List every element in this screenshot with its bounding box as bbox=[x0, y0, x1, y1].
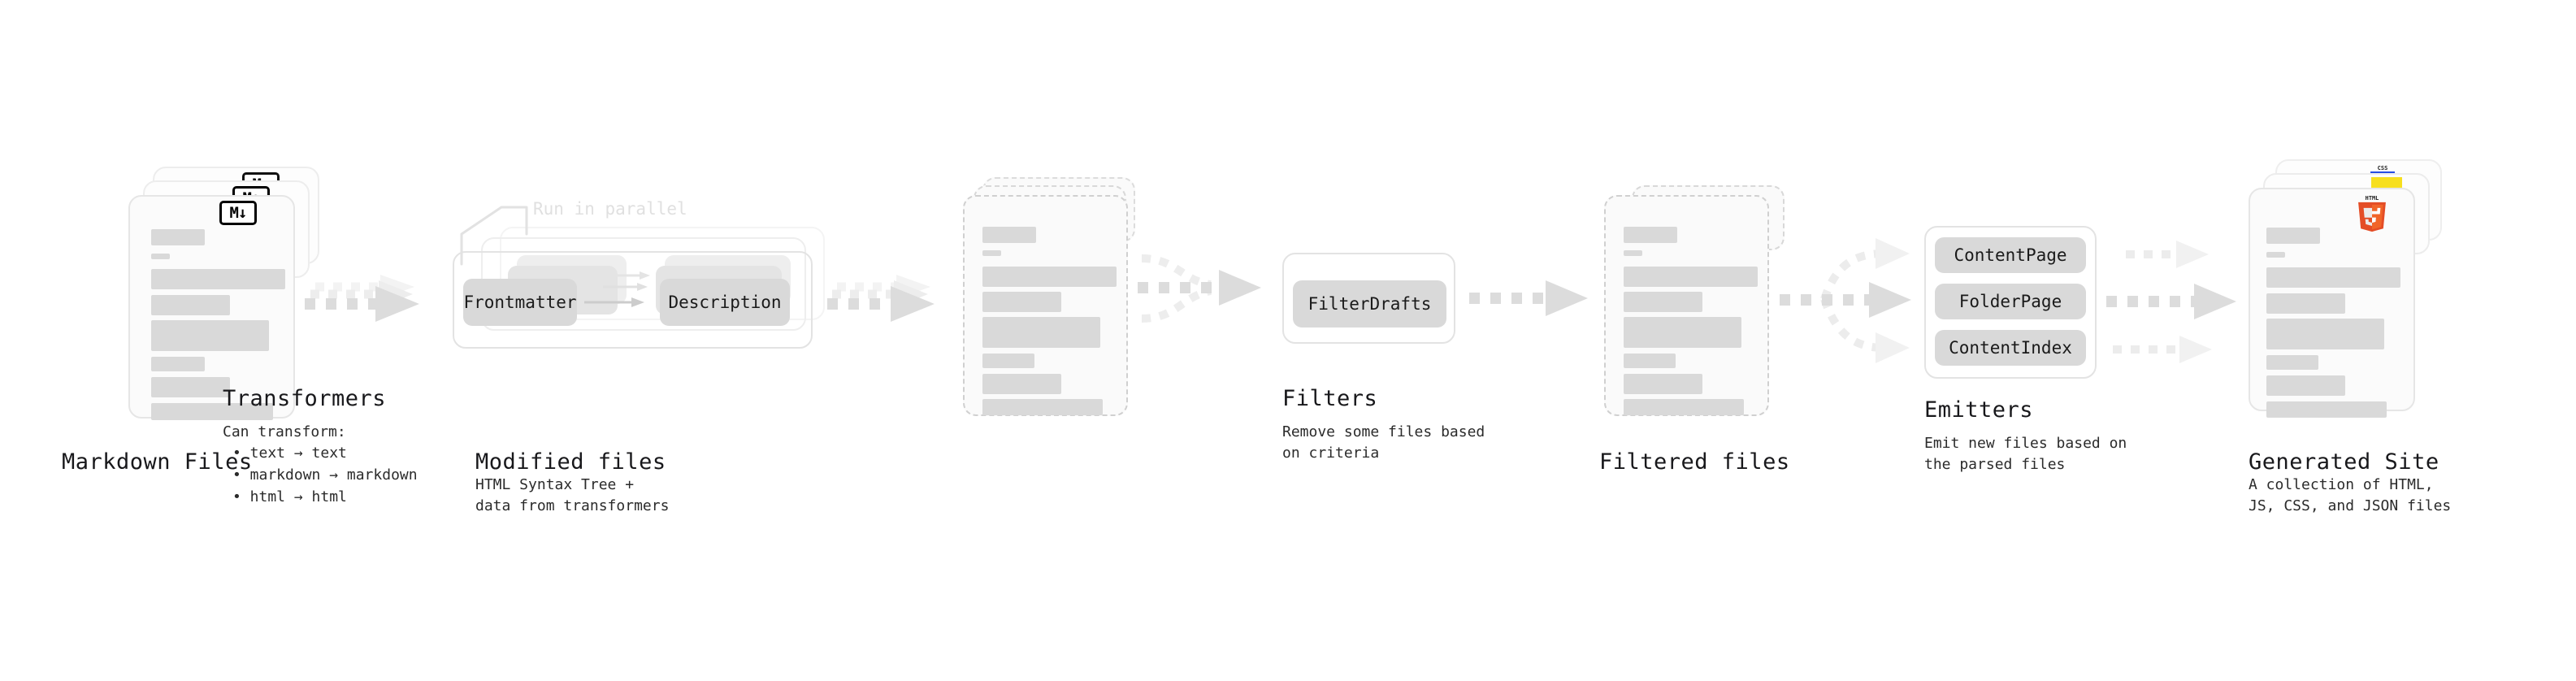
css-badge-text: CSS bbox=[2377, 165, 2388, 171]
site-card-front bbox=[2249, 188, 2415, 418]
skeleton-line bbox=[1624, 292, 1702, 312]
generated-site-subtitle: A collection of HTML, JS, CSS, and JSON … bbox=[2249, 476, 2452, 514]
transformers-bullet-1: • markdown → markdown bbox=[232, 466, 418, 484]
emitters-title: Emitters bbox=[1924, 397, 2034, 423]
skeleton-line bbox=[982, 374, 1061, 394]
modified-card-front bbox=[963, 195, 1128, 416]
skeleton-line bbox=[1624, 317, 1741, 348]
skeleton-line bbox=[151, 403, 273, 420]
transformers-subtitle: Can transform: bbox=[223, 423, 346, 440]
skeleton-line bbox=[982, 250, 1001, 256]
filtered-files-title: Filtered files bbox=[1599, 449, 1790, 475]
modified-files-title: Modified files bbox=[475, 449, 666, 475]
emitters-node-contentindex[interactable]: ContentIndex bbox=[1935, 330, 2086, 366]
arrow-emitters-to-site bbox=[2106, 241, 2236, 363]
skeleton-line bbox=[1624, 227, 1677, 243]
filtered-card-front bbox=[1604, 195, 1769, 416]
skeleton-line bbox=[982, 317, 1100, 348]
generated-site-title: Generated Site bbox=[2249, 449, 2439, 475]
markdown-files-title: Markdown Files bbox=[62, 449, 253, 475]
transformers-bullet-2: • html → html bbox=[232, 488, 347, 505]
skeleton-line bbox=[1624, 374, 1702, 394]
js-badge bbox=[2371, 177, 2402, 189]
skeleton-line bbox=[1624, 354, 1676, 368]
transformer-frame-front bbox=[453, 251, 813, 349]
skeleton-line bbox=[2266, 228, 2320, 244]
emitters-subtitle: Emit new files based on the parsed files bbox=[1924, 435, 2127, 473]
skeleton-line bbox=[982, 267, 1117, 287]
transformers-bullet-0: • text → text bbox=[232, 445, 347, 462]
skeleton-line bbox=[982, 292, 1061, 312]
skeleton-line bbox=[151, 320, 269, 351]
skeleton-line bbox=[151, 357, 205, 371]
skeleton-line bbox=[2266, 401, 2387, 418]
filters-frame bbox=[1282, 253, 1455, 344]
modified-files-subtitle: HTML Syntax Tree + data from transformer… bbox=[475, 476, 670, 514]
skeleton-line bbox=[2266, 293, 2345, 314]
html5-icon: HTML bbox=[2356, 193, 2388, 232]
emitters-frame bbox=[1924, 226, 2097, 379]
arrow-modified-to-filters bbox=[1138, 254, 1261, 323]
skeleton-line bbox=[1624, 399, 1744, 415]
skeleton-line bbox=[2266, 267, 2400, 288]
skeleton-line bbox=[151, 254, 170, 259]
transformer-node-frontmatter[interactable]: Frontmatter bbox=[463, 279, 577, 326]
skeleton-line bbox=[151, 229, 205, 245]
transformers-title: Transformers bbox=[223, 386, 387, 411]
skeleton-line bbox=[982, 354, 1034, 368]
filters-subtitle: Remove some files based on criteria bbox=[1282, 423, 1485, 462]
skeleton-line bbox=[151, 269, 285, 289]
arrow-markdown-to-transformers bbox=[305, 275, 419, 322]
skeleton-line bbox=[151, 377, 230, 397]
skeleton-line bbox=[982, 227, 1036, 243]
skeleton-line bbox=[1624, 267, 1758, 287]
skeleton-line bbox=[2266, 319, 2384, 349]
skeleton-line bbox=[982, 399, 1103, 415]
emitters-node-folderpage[interactable]: FolderPage bbox=[1935, 284, 2086, 319]
run-in-parallel-label: Run in parallel bbox=[533, 199, 687, 219]
markdown-badge: M↓ bbox=[219, 201, 257, 225]
skeleton-line bbox=[2266, 252, 2285, 258]
skeleton-line bbox=[2266, 355, 2318, 370]
transformer-node-description[interactable]: Description bbox=[660, 279, 790, 326]
filters-title: Filters bbox=[1282, 386, 1378, 411]
svg-text:HTML: HTML bbox=[2366, 195, 2379, 202]
emitters-node-contentpage[interactable]: ContentPage bbox=[1935, 237, 2086, 273]
arrow-filters-to-filtered bbox=[1469, 280, 1588, 316]
markdown-card-front bbox=[128, 195, 295, 420]
skeleton-line bbox=[1624, 250, 1642, 256]
arrow-transformers-to-modified bbox=[827, 275, 935, 322]
skeleton-line bbox=[2266, 375, 2345, 396]
arrow-filtered-to-emitters bbox=[1780, 238, 1911, 363]
skeleton-line bbox=[151, 295, 230, 315]
markdown-badge-text: M↓ bbox=[229, 203, 248, 222]
filters-node-filterdrafts[interactable]: FilterDrafts bbox=[1293, 280, 1446, 327]
